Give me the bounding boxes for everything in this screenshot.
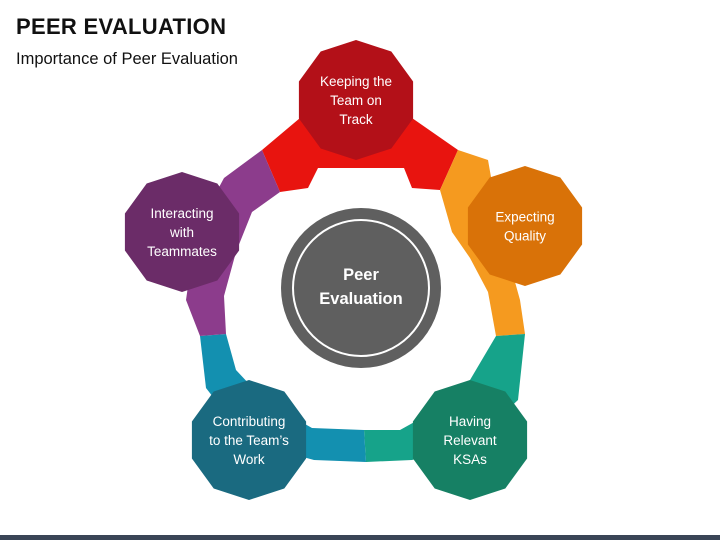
node-label-line: Expecting [495,210,554,225]
node-shape-2 [467,166,583,286]
node-label-line: with [169,225,194,240]
node-label-line: Teammates [147,244,217,259]
node-shape-5 [124,172,240,292]
center-circle-ring [292,219,430,357]
center-label-line: Peer [343,266,379,284]
node-shape-4 [191,380,307,500]
node-shape-1 [298,40,414,160]
node-shape-3 [412,380,528,500]
center-circle [281,208,441,368]
node-label-line: KSAs [453,452,487,467]
node-label-line: Interacting [150,206,213,221]
node-label-line: Team on [330,93,382,108]
page-subtitle: Importance of Peer Evaluation [16,50,238,68]
center-label-line: Evaluation [319,290,402,308]
node-label-line: Having [449,414,491,429]
node-label-line: Keeping the [320,74,392,89]
node-label-line: Work [233,452,265,467]
node-label-line: Track [339,112,372,127]
node-label-line: to the Team’s [209,433,289,448]
node-label-line: Relevant [443,433,497,448]
page-title: PEER EVALUATION [16,14,227,39]
bottom-bar [0,535,720,540]
node-label-line: Quality [504,229,546,244]
node-label-line: Contributing [213,414,286,429]
